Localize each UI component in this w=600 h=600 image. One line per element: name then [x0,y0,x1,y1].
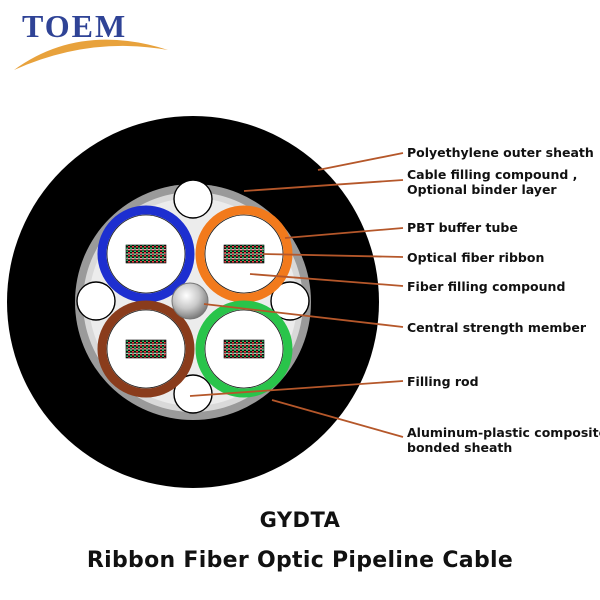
label-fiber-filling: Fiber filling compound [407,279,566,294]
label-outer-sheath: Polyethylene outer sheath [407,145,594,160]
leader-outer-sheath [317,152,404,171]
toem-logo: TOEM [14,8,168,70]
label-fiber-ribbon: Optical fiber ribbon [407,250,545,265]
buffer-tube-brown [97,300,195,398]
label-filling-compound-1: Cable filling compound , [407,167,578,182]
leader-fiber-ribbon [262,253,404,258]
label-strength-member: Central strength member [407,320,587,335]
leader-filling-compound [243,179,404,192]
buffer-tube-blue [97,205,195,303]
buffer-tube-green [195,300,293,398]
central-strength-member [171,282,209,320]
buffer-tube-inner-edge [204,309,284,389]
logo-swoosh [14,39,168,70]
filling-rod [270,281,310,321]
leader-strength-member [203,303,404,328]
filling-rod [173,179,213,219]
leader-filling-rod [189,380,404,397]
model-code: GYDTA [259,508,341,532]
label-aluminum-sheath-2: bonded sheath [407,440,513,455]
label-buffer-tube: PBT buffer tube [407,220,518,235]
buffer-tube-inner-edge [106,214,186,294]
logo-text: TOEM [22,8,127,44]
label-aluminum-sheath-1: Aluminum-plastic composite [407,425,600,440]
label-filling-compound-2: Optional binder layer [407,182,557,197]
leader-fiber-filling [249,273,404,287]
leader-buffer-tube [284,227,404,239]
filling-rod [76,281,116,321]
label-filling-rod: Filling rod [407,374,479,389]
product-name: Ribbon Fiber Optic Pipeline Cable [86,548,514,573]
buffer-tube-inner-edge [106,309,186,389]
leader-aluminum-sheath [271,399,404,438]
